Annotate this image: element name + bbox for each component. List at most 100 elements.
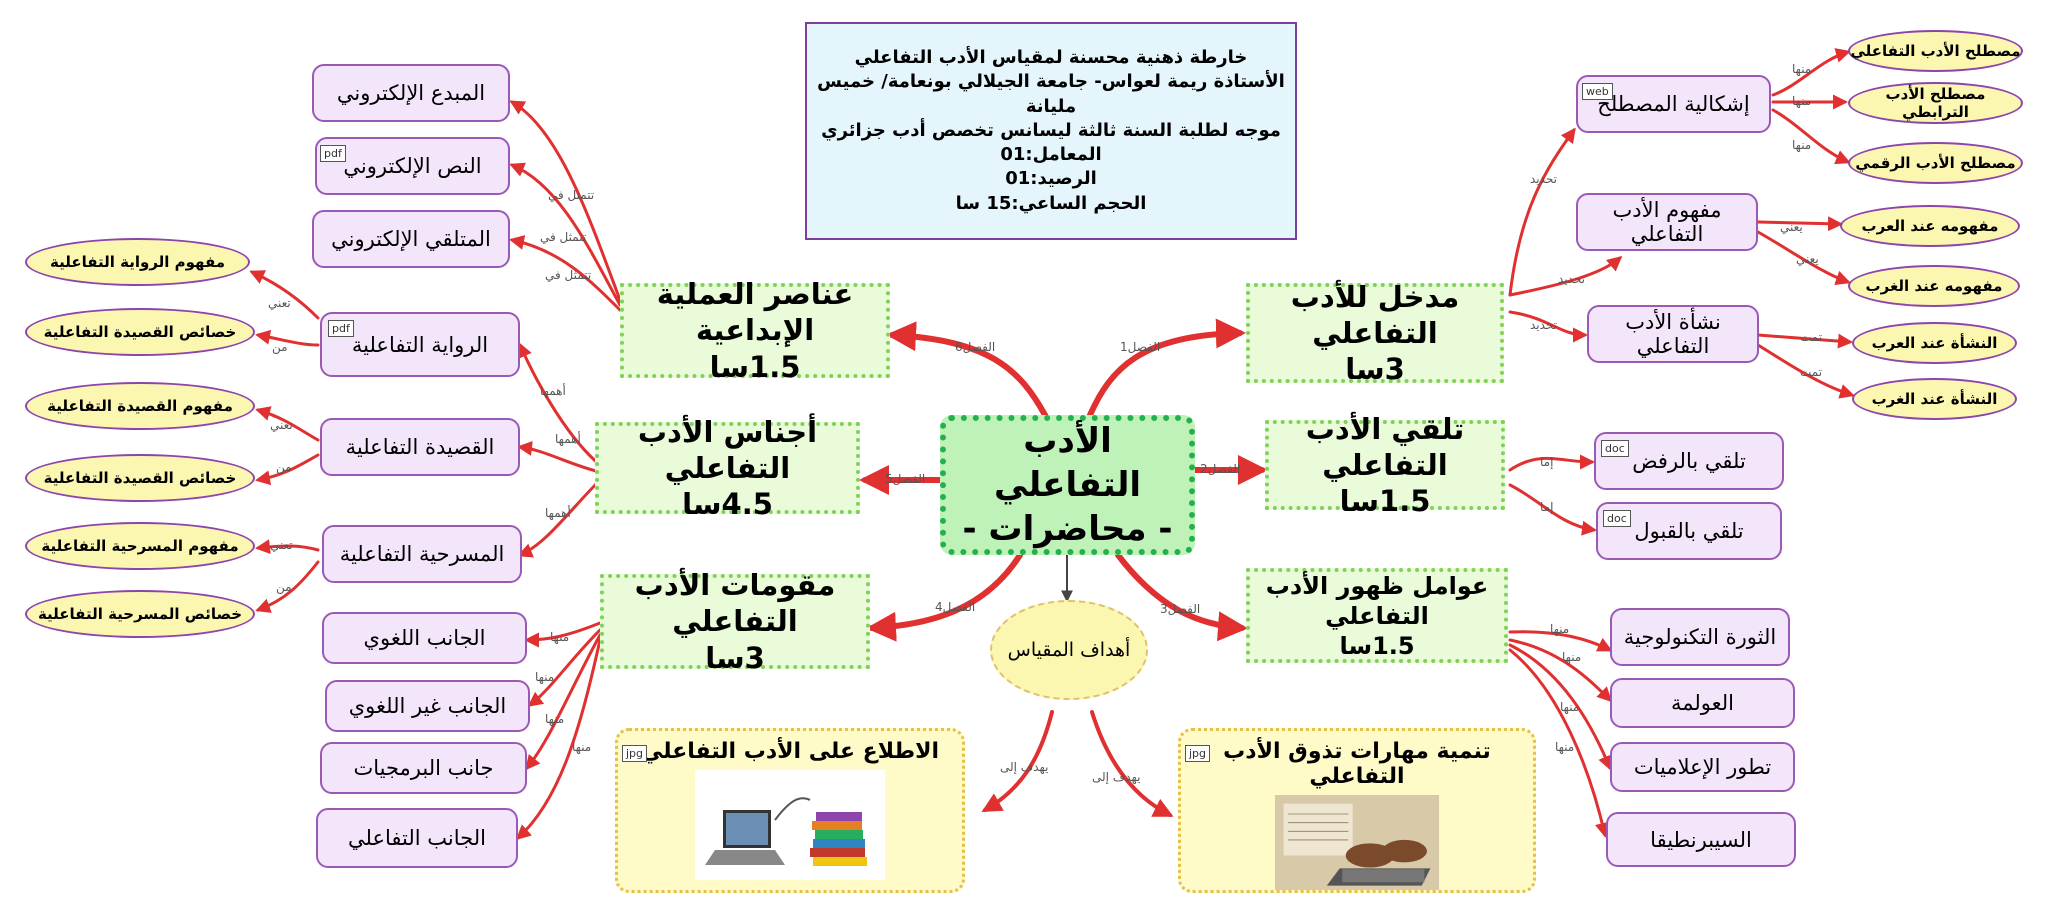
genre-leaf[interactable]: خصائص القصيدة التفاعلية — [25, 308, 255, 356]
doc-link-icon[interactable]: doc — [1603, 510, 1631, 527]
edge-label-term: منها — [1792, 138, 1812, 152]
chapter-1[interactable]: مدخل للأدب التفاعلي 3سا — [1246, 280, 1504, 386]
chapter-4[interactable]: مقومات الأدب التفاعلي 3سا — [600, 568, 870, 675]
goal-card-skills[interactable]: تنمية مهارات تذوق الأدب التفاعلي — [1178, 728, 1536, 893]
concept-node[interactable]: مفهوم الأدب التفاعلي — [1576, 193, 1758, 251]
jpg-link-icon[interactable]: jpg — [1185, 745, 1211, 762]
books-laptop-image — [695, 770, 885, 880]
edge-label-represented: تتمثل في — [545, 268, 592, 282]
receiver-node[interactable]: المتلقي الإلكتروني — [312, 210, 510, 268]
factor-node[interactable]: السيبرنطيقا — [1606, 812, 1796, 867]
title-line-4: المعامل:01 — [1000, 144, 1102, 166]
doc-link-icon[interactable]: doc — [1601, 440, 1629, 457]
term-leaf[interactable]: مصطلح الأدب الترابطي — [1848, 82, 2023, 124]
edge-label-represented: تتمثل في — [540, 230, 587, 244]
origin-leaf[interactable]: النشأة عند الغرب — [1852, 378, 2017, 420]
edge-label-including: منها — [550, 630, 570, 644]
goal-card-skills-caption: تنمية مهارات تذوق الأدب التفاعلي — [1223, 739, 1491, 789]
pdf-link-icon[interactable]: pdf — [328, 320, 354, 337]
genre-leaf[interactable]: خصائص المسرحية التفاعلية — [25, 590, 255, 638]
edge-label-means: تعني — [270, 418, 293, 432]
edge-label-done: تمت — [1800, 330, 1823, 344]
central-topic[interactable]: الأدب التفاعلي - محاضرات - — [940, 415, 1195, 555]
link-label-ch5: الفصل5 — [885, 472, 926, 486]
concept-leaf[interactable]: مفهومه عند الغرب — [1848, 265, 2020, 307]
link-label-ch6: الفصل6 — [955, 340, 996, 354]
edge-label-term: منها — [1792, 62, 1812, 76]
factor-node[interactable]: العولمة — [1610, 678, 1795, 728]
central-title: الأدب التفاعلي — [993, 420, 1142, 505]
creator-node[interactable]: المبدع الإلكتروني — [312, 64, 510, 122]
reception-accept-node[interactable]: تلقي بالقبول — [1596, 502, 1782, 560]
edge-label-means: يعني — [1796, 252, 1819, 266]
edge-label-define-3: تحديد — [1530, 318, 1558, 332]
edge-label-including: منها — [572, 740, 592, 754]
title-line-3: موجه لطلبة السنة ثالثة ليسانس تخصص أدب ج… — [821, 119, 1281, 141]
web-link-icon[interactable]: web — [1582, 83, 1613, 100]
edge-label-most-important: أهمها — [540, 384, 566, 398]
genre-leaf[interactable]: مفهوم المسرحية التفاعلية — [25, 522, 255, 570]
edge-label-represented: تتمثل في — [548, 188, 595, 202]
component-node[interactable]: الجانب اللغوي — [322, 612, 527, 664]
origin-leaf[interactable]: النشأة عند العرب — [1852, 322, 2017, 364]
edge-label-including: منها — [1562, 650, 1582, 664]
edge-label-including: منها — [545, 712, 565, 726]
component-node[interactable]: جانب البرمجيات — [320, 742, 527, 794]
edge-label-most-important: أهمها — [555, 432, 581, 446]
term-leaf[interactable]: مصطلح الأدب التفاعلي — [1848, 30, 2023, 72]
edge-label-define-2: تحديد — [1558, 272, 1586, 286]
factor-node[interactable]: الثورة التكنولوجية — [1610, 608, 1790, 666]
genre-leaf[interactable]: مفهوم القصيدة التفاعلية — [25, 382, 255, 430]
edge-label-define-1: تحديد — [1530, 172, 1558, 186]
edge-label-term: منها — [1792, 94, 1812, 108]
component-node[interactable]: الجانب التفاعلي — [316, 808, 518, 868]
genre-leaf[interactable]: مفهوم الرواية التفاعلية — [25, 238, 250, 286]
edge-label-means: يعني — [1780, 220, 1803, 234]
edge-label-either: إما — [1540, 455, 1554, 469]
central-subtitle: - محاضرات - — [962, 509, 1173, 550]
chapter-3[interactable]: عوامل ظهور الأدب التفاعلي 1.5سا — [1246, 568, 1508, 663]
edge-label-either: إما — [1540, 500, 1554, 514]
typing-hands-image — [1274, 795, 1440, 890]
title-line-1: خارطة ذهنية محسنة لمقياس الأدب التفاعلي — [854, 46, 1248, 68]
chapter-5[interactable]: أجناس الأدب التفاعلي 4.5سا — [595, 415, 860, 521]
component-node[interactable]: الجانب غير اللغوي — [325, 680, 530, 732]
concept-leaf[interactable]: مفهومه عند العرب — [1840, 205, 2020, 247]
title-box: خارطة ذهنية محسنة لمقياس الأدب التفاعلي … — [805, 22, 1297, 240]
goal-card-overview-caption: الاطلاع على الأدب التفاعلي — [640, 739, 940, 764]
edge-label-including: منها — [1550, 622, 1570, 636]
edge-label-from: من — [276, 580, 292, 594]
genre-poem-node[interactable]: القصيدة التفاعلية — [320, 418, 520, 476]
link-ch6 — [886, 321, 1048, 418]
chapter-6[interactable]: عناصر العملية الإبداعية 1.5سا — [620, 277, 890, 384]
edge-label-means: تعني — [268, 296, 291, 310]
edge-label-from: من — [272, 340, 288, 354]
link-label-ch4: الفصل4 — [935, 600, 976, 614]
link-ch1 — [1087, 318, 1246, 418]
edge-label-from: من — [276, 460, 292, 474]
text-node[interactable]: النص الإلكتروني — [315, 137, 510, 195]
pdf-link-icon[interactable]: pdf — [320, 145, 346, 162]
edge-label-including: منها — [1560, 700, 1580, 714]
link-label-ch1: الفصل1 — [1120, 340, 1161, 354]
jpg-link-icon[interactable]: jpg — [622, 745, 648, 762]
goal-card-overview[interactable]: الاطلاع على الأدب التفاعلي — [615, 728, 965, 893]
edge-label-done: تمت — [1800, 365, 1823, 379]
genre-leaf[interactable]: خصائص القصيدة التفاعلية — [25, 454, 255, 502]
link-ch4 — [866, 552, 1023, 642]
term-leaf[interactable]: مصطلح الأدب الرقمي — [1848, 142, 2023, 184]
edge-label-aims-to: يهدف إلى — [1000, 760, 1049, 774]
title-line-2: الأستاذة ريمة لعواس- جامعة الجيلالي بونع… — [817, 71, 1285, 117]
title-line-6: الحجم الساعي:15 سا — [955, 192, 1147, 214]
edge-label-including: منها — [1555, 740, 1575, 754]
reception-reject-node[interactable]: تلقي بالرفض — [1594, 432, 1784, 490]
edge-label-means: تعني — [270, 538, 293, 552]
link-label-ch2: الفصل2 — [1200, 462, 1241, 476]
chapter-2[interactable]: تلقي الأدب التفاعلي 1.5سا — [1265, 412, 1505, 518]
goals-node[interactable]: أهداف المقياس — [990, 600, 1148, 700]
genre-play-node[interactable]: المسرحية التفاعلية — [322, 525, 522, 583]
origin-node[interactable]: نشأة الأدب التفاعلي — [1587, 305, 1759, 363]
factor-node[interactable]: تطور الإعلاميات — [1610, 742, 1795, 792]
link-ch3 — [1115, 552, 1248, 642]
